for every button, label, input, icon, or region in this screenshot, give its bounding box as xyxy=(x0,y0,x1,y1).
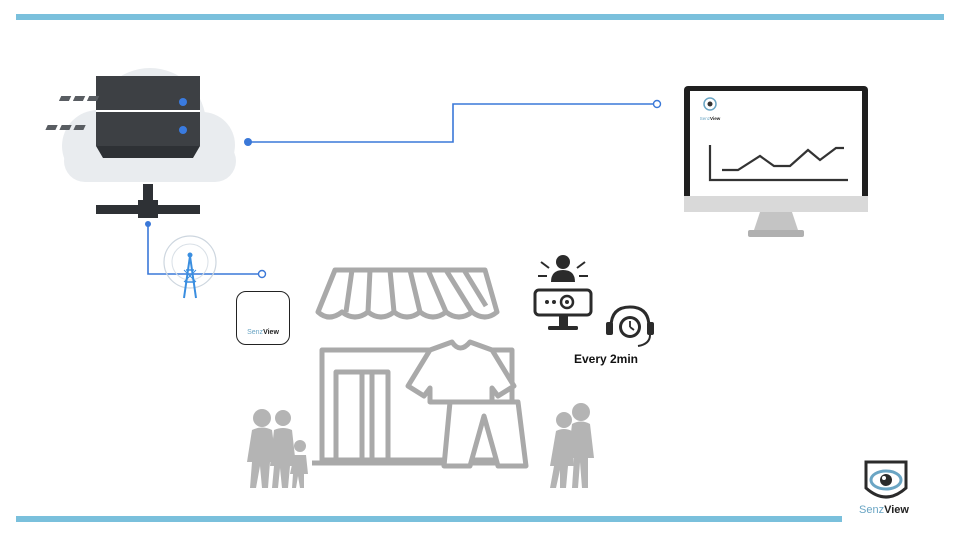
app-card-brand: SenzView xyxy=(247,329,279,336)
person-counter-camera-icon xyxy=(533,255,593,330)
monitor-brand-text: SenzView xyxy=(699,116,721,121)
cloud-server-icon xyxy=(45,68,236,218)
bottom-accent-bar xyxy=(16,516,842,522)
family-walking-icon xyxy=(247,409,308,488)
radio-tower-icon xyxy=(163,235,217,299)
store-icon xyxy=(312,267,515,466)
brand-eye-logo-icon xyxy=(864,460,908,499)
top-accent-bar xyxy=(16,14,944,20)
tower-connector-endpoint xyxy=(257,269,267,279)
headset-clock-icon xyxy=(606,305,654,347)
brand-logo: SenzView xyxy=(852,456,916,520)
tshirt-icon xyxy=(405,339,529,469)
server-bottom-dot xyxy=(145,221,151,227)
monitor-chart-icon xyxy=(684,86,868,237)
monitor-logo-mark xyxy=(703,97,717,111)
interval-label: Every 2min xyxy=(573,352,639,366)
brand-logo-text: SenzView xyxy=(859,504,909,516)
connector-lines xyxy=(147,103,654,275)
app-card: SenzView xyxy=(236,291,290,345)
couple-walking-icon xyxy=(550,403,594,488)
server-to-monitor-line xyxy=(248,103,654,143)
server-to-tower-line xyxy=(147,224,259,275)
server-connector-dot xyxy=(244,138,252,146)
monitor-connector-endpoint xyxy=(652,99,662,109)
